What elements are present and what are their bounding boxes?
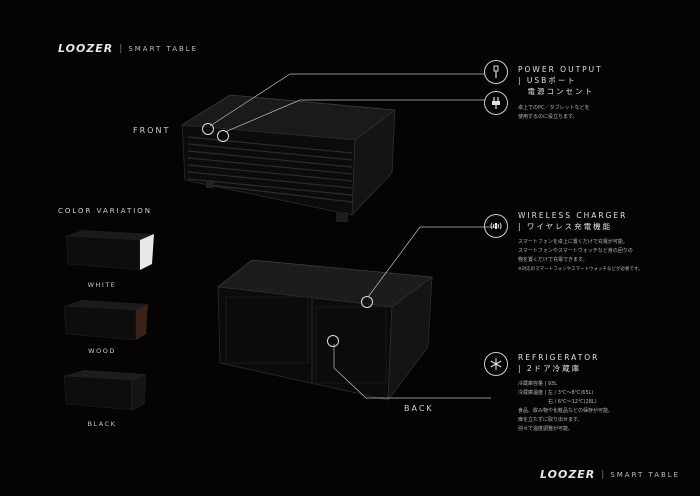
front-table-image [180,94,397,222]
wireless-charger-icon [484,214,508,238]
back-table-image [216,259,434,402]
wireless-body-2: スマートフォンやスマートウォッチなど身の回りの [518,248,633,254]
fridge-temp-right: 右 / 6℃〜12℃(28L) [518,399,597,405]
brand-logo-footer: LOOZER | SMART TABLE [540,468,680,481]
black-variant-image [63,370,147,411]
wood-variant-image [63,300,148,341]
power-output-block: POWER OUTPUT | USBポート 電源コンセント 卓上でのPC／タブレ… [518,64,688,122]
fridge-callout-line [333,344,491,399]
power-title-outlet: 電源コンセント [518,87,594,96]
fridge-body-2: 扉を立たずに取り出せます。 [518,417,583,423]
power-body-1: 卓上でのPC／タブレットなどを [518,105,590,111]
color-white-label: WHITE [87,281,117,289]
usb-icon [484,60,508,84]
fridge-body-3: 別々で温度調整が可能。 [518,426,574,432]
refrigerator-block: REFRIGERATOR | 2ドア冷蔵庫 冷蔵庫容量 | 93L 冷蔵庫温度 … [518,352,688,434]
power-body-2: 使用するのに役立ちます。 [518,114,578,120]
power-title-en: POWER OUTPUT [518,65,603,74]
color-wood-label: WOOD [88,347,116,355]
fridge-temp-left: 冷蔵庫温度 | 左 / 3℃〜8℃(65L) [518,390,594,396]
color-variation-title: COLOR VARIATION [58,207,153,215]
front-label: FRONT [133,126,171,135]
snowflake-icon [484,352,508,376]
wireless-title-en: WIRELESS CHARGER [518,211,628,220]
wireless-charger-block: WIRELESS CHARGER | ワイヤレス充電機能 スマートフォンを卓上に… [518,210,688,274]
wireless-callout-line [367,226,495,298]
fridge-body-1: 食品、飲み物や化粧品などの保存が可能。 [518,408,614,414]
plug-icon [484,91,508,115]
brand-separator-footer: | [601,469,605,480]
wireless-body-note: ※対応のスマートフォンやスマートウォッチなどが必要です。 [518,267,643,272]
fridge-capacity: 冷蔵庫容量 | 93L [518,381,558,387]
brand-product: SMART TABLE [128,44,199,53]
white-variant-image [65,230,154,271]
power-output-marker [202,123,214,135]
wireless-charger-marker [361,296,373,308]
power-callout-line [209,73,485,133]
brand-mark: LOOZER [58,42,114,55]
wireless-body-3: 物を置くだけで充電できます。 [518,257,588,263]
brand-product-footer: SMART TABLE [610,470,681,479]
brand-mark-footer: LOOZER [540,468,596,481]
brand-logo: LOOZER | SMART TABLE [58,42,198,55]
power-title-usb: | USBポート [518,76,577,85]
wireless-title-jp: | ワイヤレス充電機能 [518,222,613,231]
fridge-title-en: REFRIGERATOR [518,353,600,362]
brand-separator: | [119,43,123,54]
color-black-label: BLACK [87,420,117,428]
power-output-marker-2 [217,130,229,142]
wireless-body-1: スマートフォンを卓上に置くだけで充電が可能。 [518,239,628,245]
back-label: BACK [404,404,434,413]
refrigerator-marker [327,335,339,347]
fridge-title-jp: | 2ドア冷蔵庫 [518,364,582,373]
